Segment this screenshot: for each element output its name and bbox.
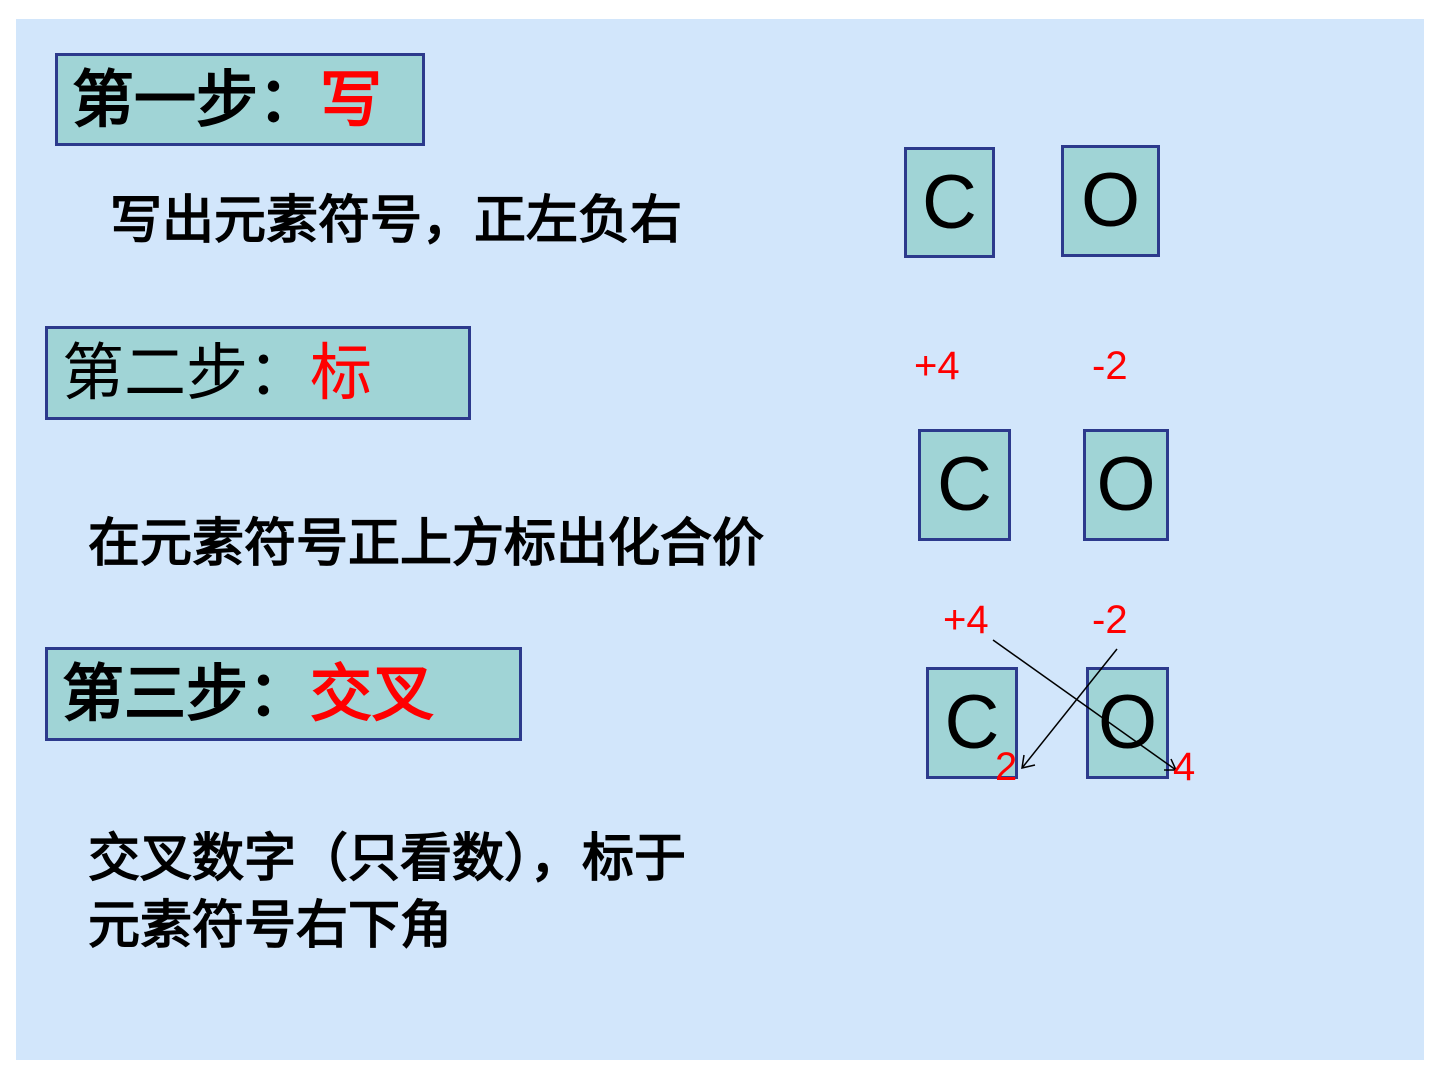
diagram1-oxygen-box: O [1061, 145, 1160, 257]
step2-label: 第二步： [62, 336, 311, 409]
diagram3-carbon-subscript: 2 [995, 745, 1018, 789]
slide-background [16, 19, 1424, 1060]
step1-keyword: 写 [320, 62, 383, 136]
step2-description: 在元素符号正上方标出化合价 [88, 513, 765, 574]
diagram3-oxygen-box: O [1086, 667, 1169, 779]
step3-title-box: 第三步：交叉 [45, 647, 522, 741]
step2-keyword: 标 [310, 336, 373, 409]
step2-title-box: 第二步：标 [45, 326, 471, 420]
diagram3-carbon-valence: +4 [943, 598, 989, 642]
diagram2-carbon-box: C [918, 429, 1011, 541]
diagram3-oxygen-subscript: 4 [1173, 745, 1196, 789]
diagram2-carbon-valence: +4 [914, 344, 960, 388]
diagram3-oxygen-valence: -2 [1092, 598, 1128, 642]
diagram3-carbon-box: C [926, 667, 1018, 779]
step1-title-box: 第一步：写 [55, 53, 425, 146]
arrow-valence-to-oxygen-subscript [992, 639, 1178, 771]
step3-keyword: 交叉 [310, 657, 435, 730]
diagram2-oxygen-valence: -2 [1092, 344, 1128, 388]
diagram1-carbon-box: C [904, 147, 995, 258]
diagram2-oxygen-box: O [1083, 429, 1169, 541]
step3-label: 第三步： [62, 657, 311, 730]
step1-description: 写出元素符号，正左负右 [110, 190, 683, 251]
step3-description-line1: 交叉数字（只看数），标于 [88, 828, 687, 889]
step1-label: 第一步： [72, 62, 321, 136]
arrow-valence-to-carbon-subscript [1021, 648, 1118, 769]
step3-description-line2: 元素符号右下角 [88, 895, 453, 956]
